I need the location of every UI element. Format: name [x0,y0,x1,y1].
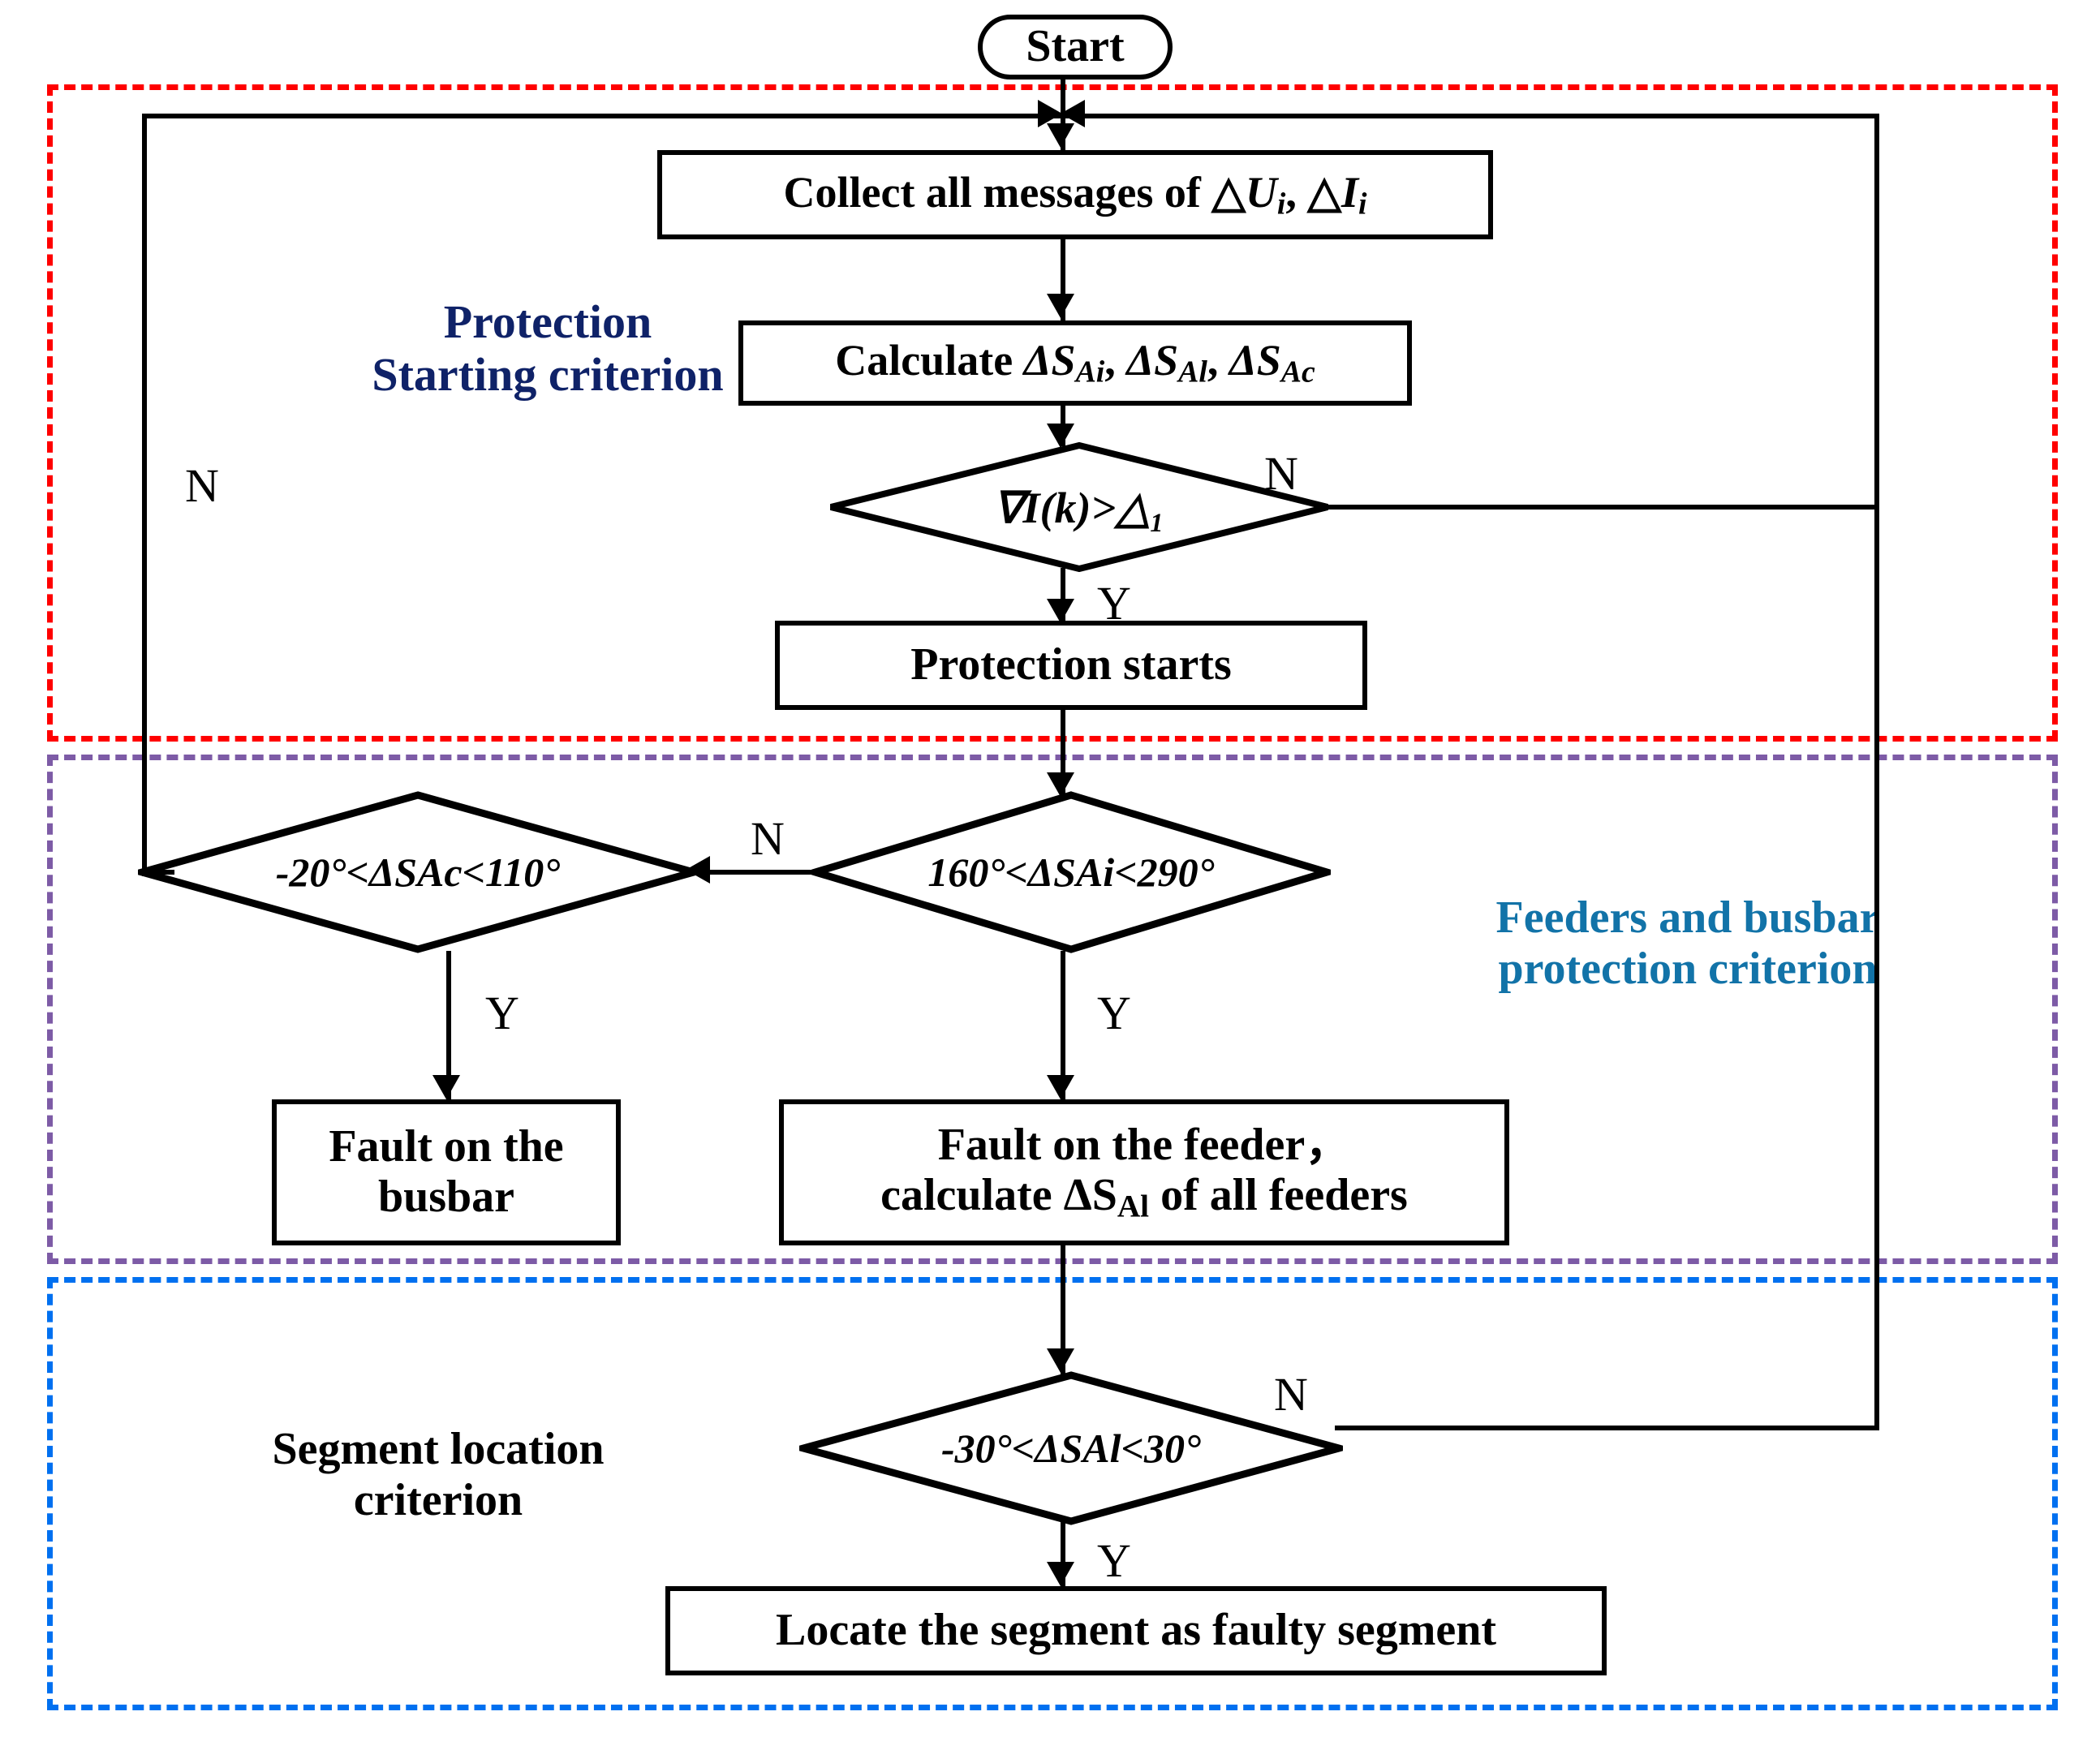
node-decision-trigger[interactable]: ∇I(k)>△₁ [828,442,1331,572]
arrow-rail-left-head [1061,100,1085,127]
node-fault-feeder-line2: calculate ΔSAl of all feeders [880,1169,1408,1224]
diamond-shape-feeder [811,791,1331,953]
collect-subscript-i: i [1358,186,1367,221]
arrow-into-feeder-decision [1047,772,1074,797]
collect-symbol-u: U [1245,167,1277,217]
node-locate-segment[interactable]: Locate the segment as faulty segment [665,1586,1607,1675]
branch-label-trigger-yes: Y [1097,577,1131,630]
connector-busbar-yes-to-fault [446,951,451,1101]
node-protection-starts[interactable]: Protection starts [775,621,1367,710]
node-decision-segment-label: -30°<ΔSAl<30° [940,1426,1202,1471]
connector-fault-feeder-to-segment [1061,1245,1065,1379]
caption-feeders-busbar-protection-criterion: Feeders and busbar protection criterion [1428,892,1947,994]
branch-label-segment-yes: Y [1097,1534,1131,1587]
caption-line-1: Segment location [272,1424,605,1474]
node-collect-messages-label: Collect all messages of △Ui, △Ii [783,167,1367,221]
branch-label-feeder-no: N [751,812,785,865]
node-decision-busbar-label: -20°<ΔSAc<110° [275,849,561,895]
arrow-into-locate-segment [1047,1562,1074,1586]
arrow-rail-into-junction [1038,100,1062,127]
node-decision-feeder-label: 160°<ΔSAi<290° [927,849,1215,895]
rail-left-to-busbar [142,870,174,875]
collect-subscript-u: i [1276,186,1286,221]
collect-text-prefix: Collect all messages of △ [783,167,1246,217]
node-calculate-label: Calculate ΔSAi, ΔSAl, ΔSAc [835,336,1315,389]
connector-feeder-no-to-busbar [699,870,821,875]
connector-collect-to-calculate [1061,239,1065,320]
caption-line-1: Protection [443,295,652,348]
connector-trigger-yes-to-protection [1061,568,1065,623]
node-protection-starts-label: Protection starts [910,639,1232,690]
connector-trigger-no-to-right-rail [1323,505,1879,510]
branch-label-trigger-no: N [1264,447,1298,500]
collect-symbol-i: I [1340,167,1358,217]
branch-label-feeder-yes: Y [1097,987,1131,1039]
node-collect-messages[interactable]: Collect all messages of △Ui, △Ii [657,150,1493,239]
diamond-shape-trigger [830,442,1328,572]
caption-segment-location-criterion: Segment location criterion [203,1424,673,1525]
connector-feeder-yes-to-fault [1061,951,1065,1101]
arrow-into-busbar-decision [686,856,710,884]
region-segment-location-criterion [47,1277,2058,1710]
node-calculate-power[interactable]: Calculate ΔSAi, ΔSAl, ΔSAc [738,320,1412,406]
node-fault-feeder[interactable]: Fault on the feeder， calculate ΔSAl of a… [779,1099,1509,1245]
arrow-into-collect [1047,123,1074,148]
arrow-into-fault-busbar [432,1075,460,1099]
node-start[interactable]: Start [978,15,1173,80]
caption-line-2: Starting criterion [372,347,724,401]
connector-segment-yes-to-locate [1061,1521,1065,1588]
fault-feeder-calc-suffix: of all feeders [1149,1169,1408,1220]
diamond-shape-segment [799,1371,1343,1525]
region-feeders-busbar-protection-criterion [47,755,2058,1264]
fault-feeder-calc-prefix: calculate ΔS [880,1169,1117,1220]
node-decision-segment[interactable]: -30°<ΔSAl<30° [799,1371,1343,1525]
node-decision-trigger-label: ∇I(k)>△₁ [993,483,1165,532]
rail-top-horizontal [142,114,1878,118]
rail-right-vertical [1874,114,1879,1428]
node-fault-busbar[interactable]: Fault on the busbar [272,1099,621,1245]
connector-protection-to-feeder [1061,710,1065,795]
branch-label-segment-no: N [1274,1368,1308,1421]
arrow-into-calculate [1047,294,1074,318]
node-start-label: Start [1026,21,1125,72]
caption-protection-starting-criterion: Protection Starting criterion [341,295,755,402]
node-fault-busbar-line2: busbar [377,1172,515,1222]
branch-label-loopback-no: N [185,459,219,512]
arrow-into-protection-starts [1047,599,1074,623]
diamond-shape-busbar [138,791,698,953]
arrow-into-fault-feeder [1047,1075,1074,1099]
node-decision-feeder[interactable]: 160°<ΔSAi<290° [811,791,1331,953]
branch-label-busbar-yes: Y [485,987,519,1039]
fault-feeder-subscript: Al [1117,1189,1150,1224]
node-fault-busbar-line1: Fault on the [329,1121,564,1172]
node-fault-feeder-line1: Fault on the feeder， [937,1120,1351,1171]
caption-line-1: Feeders and busbar [1495,892,1880,943]
caption-line-2: criterion [353,1474,523,1525]
collect-comma: , △ [1285,167,1341,217]
arrow-into-segment-decision [1047,1348,1074,1373]
rail-left-vertical [142,114,147,876]
connector-segment-no-to-right-rail [1335,1426,1879,1430]
region-protection-starting-criterion [47,84,2058,742]
node-decision-busbar[interactable]: -20°<ΔSAc<110° [138,791,698,953]
node-locate-segment-label: Locate the segment as faulty segment [775,1605,1497,1656]
arrow-into-trigger [1047,424,1074,448]
caption-line-2: protection criterion [1498,943,1878,994]
